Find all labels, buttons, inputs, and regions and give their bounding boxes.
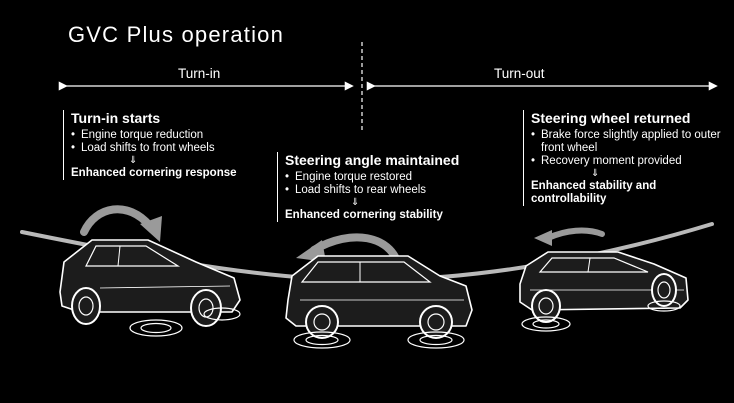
bullet-item: Recovery moment provided <box>531 155 721 168</box>
stage-steering-angle-maintained: Steering angle maintained Engine torque … <box>277 152 459 222</box>
phase-label-turn-out: Turn-out <box>494 66 545 81</box>
stage-result: Enhanced cornering stability <box>285 209 443 221</box>
bullet-item: Brake force slightly applied to outer fr… <box>531 129 721 155</box>
stage-result: Enhanced cornering response <box>71 167 237 179</box>
stage-bullets: Engine torque restored Load shifts to re… <box>285 171 459 197</box>
phase-label-turn-in: Turn-in <box>178 66 221 81</box>
stage-steering-wheel-returned: Steering wheel returned Brake force slig… <box>523 110 721 206</box>
motion-arrow-3 <box>545 227 605 241</box>
page-title: GVC Plus operation <box>68 22 285 47</box>
down-arrow-icon: ⇓ <box>591 168 600 179</box>
stage-result: Enhanced stability and controllability <box>531 180 657 205</box>
stage-heading: Steering angle maintained <box>285 152 460 168</box>
car-turn-in <box>59 205 241 337</box>
car-steering-maintained <box>285 233 473 349</box>
down-arrow-icon: ⇓ <box>351 197 360 208</box>
car-steering-returned <box>519 227 689 332</box>
motion-arrow-1 <box>80 205 154 236</box>
stage-heading: Turn-in starts <box>71 110 161 126</box>
bullet-item: Load shifts to rear wheels <box>285 184 459 197</box>
stage-bullets: Engine torque reduction Load shifts to f… <box>71 129 237 155</box>
bullet-item: Load shifts to front wheels <box>71 142 237 155</box>
stage-bullets: Brake force slightly applied to outer fr… <box>531 129 721 168</box>
stage-turn-in-starts: Turn-in starts Engine torque reduction L… <box>63 110 237 180</box>
bullet-item: Engine torque reduction <box>71 129 237 142</box>
down-arrow-icon: ⇓ <box>129 155 138 166</box>
stage-heading: Steering wheel returned <box>531 110 691 126</box>
bullet-item: Engine torque restored <box>285 171 459 184</box>
